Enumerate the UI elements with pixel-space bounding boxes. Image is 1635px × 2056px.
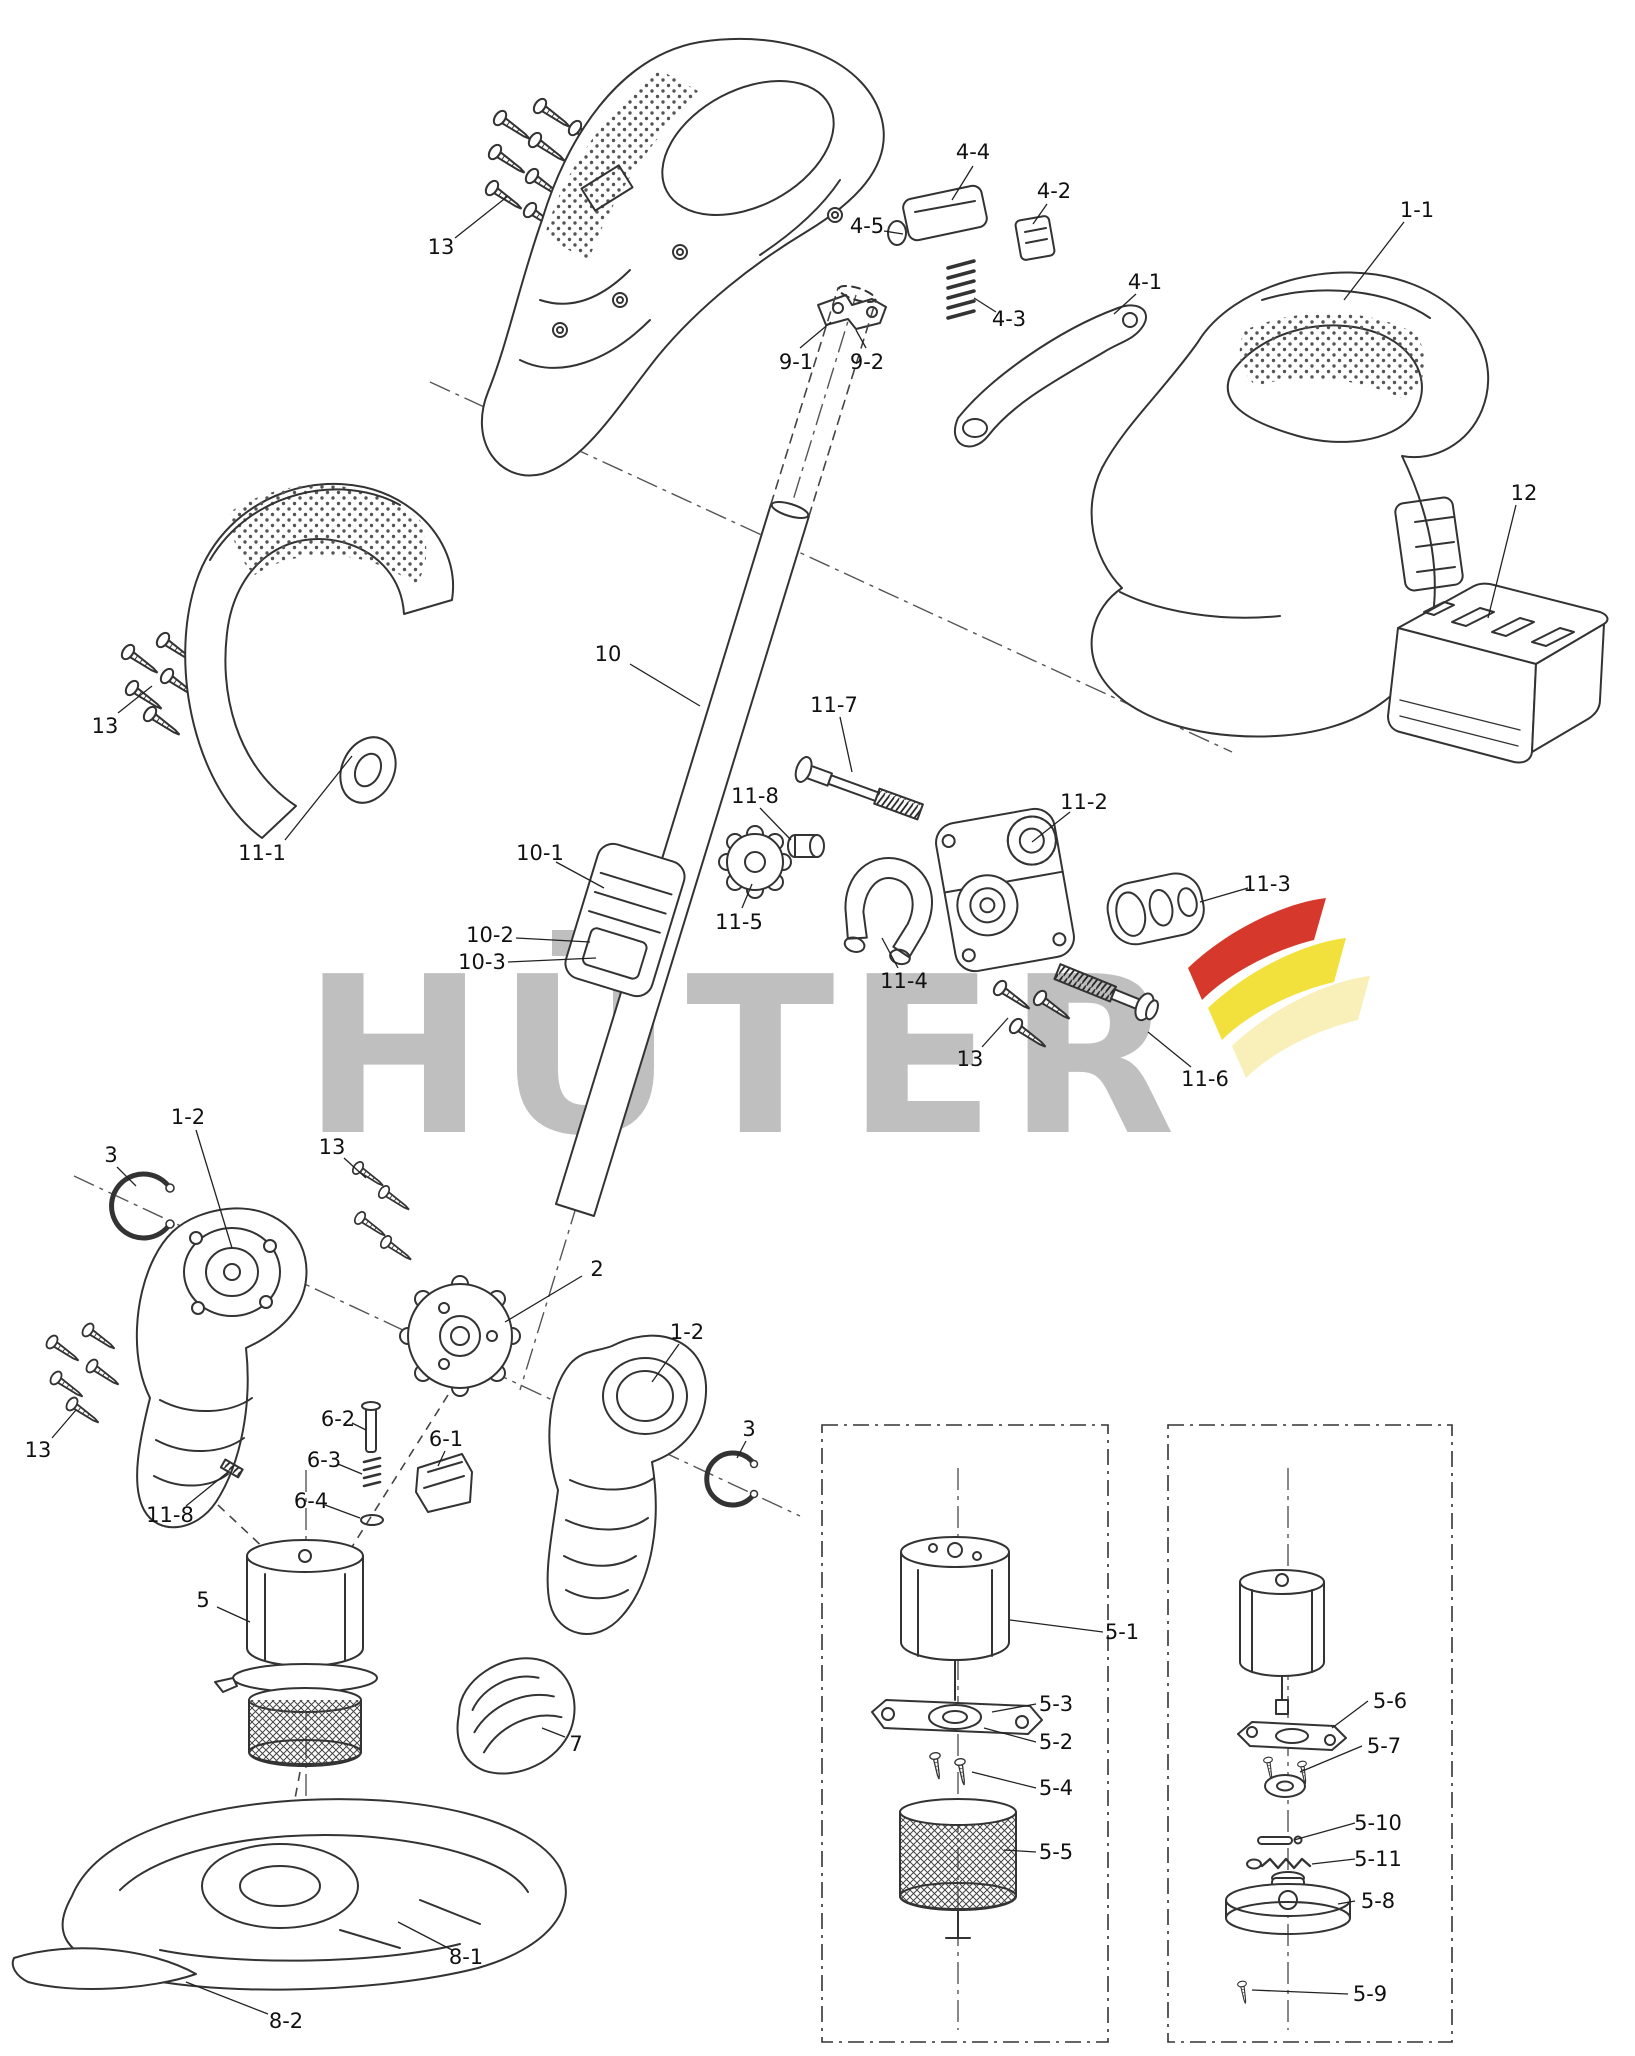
part-label-5-9: 5-9 [1352, 1982, 1388, 2006]
part-label-13-left: 13 [91, 714, 119, 738]
part-label-4-1: 4-1 [1127, 270, 1163, 294]
part-label-12: 12 [1510, 481, 1538, 505]
bolt-11-6 [1053, 963, 1159, 1022]
part-label-4-2: 4-2 [1036, 179, 1072, 203]
part-label-5-11: 5-11 [1354, 1847, 1402, 1871]
motor-assembly [214, 1539, 378, 1767]
head-housing-left [135, 1207, 308, 1529]
snap-ring-right [704, 1450, 759, 1508]
part-label-1-2-left: 1-2 [170, 1105, 206, 1129]
screw-5-9 [1236, 1979, 1251, 2005]
part-label-5-10: 5-10 [1354, 1811, 1402, 1835]
part-label-13-head: 13 [318, 1135, 346, 1159]
spring-5-11 [1246, 1857, 1312, 1870]
part-label-5-5: 5-5 [1038, 1840, 1074, 1864]
part-label-5-1: 5-1 [1104, 1620, 1140, 1644]
part-label-5-6: 5-6 [1372, 1689, 1408, 1713]
coupler-11-3 [1106, 872, 1205, 946]
part-label-6-2: 6-2 [320, 1407, 356, 1431]
part-label-13-top: 13 [427, 235, 455, 259]
part-label-5-8: 5-8 [1360, 1889, 1396, 1913]
trigger-4-1 [953, 304, 1147, 448]
gear-housing [935, 807, 1075, 973]
part-label-1-1: 1-1 [1399, 198, 1435, 222]
part-label-5-4: 5-4 [1038, 1776, 1074, 1800]
shaft-clamp [843, 857, 933, 966]
head-housing-right [546, 1334, 708, 1635]
swoosh-pale-band [1232, 976, 1370, 1078]
part-label-8-1: 8-1 [448, 1945, 484, 1969]
part-label-1-2-right: 1-2 [669, 1320, 705, 1344]
plate-5-6 [1237, 1721, 1347, 1751]
part-label-4-3: 4-3 [991, 307, 1027, 331]
part-label-5-7: 5-7 [1366, 1734, 1402, 1758]
part-label-10-3: 10-3 [458, 950, 506, 974]
part-label-6-1: 6-1 [428, 1427, 464, 1451]
part-label-11-5: 11-5 [715, 910, 763, 934]
leader-lines [51, 165, 1517, 2015]
battery-pack [1387, 582, 1609, 764]
part-label-10: 10 [594, 642, 622, 666]
part-label-11-1: 11-1 [238, 841, 286, 865]
part-label-6-4: 6-4 [293, 1489, 329, 1513]
swoosh-red-band [1188, 898, 1326, 1000]
part-label-11-8-upper: 11-8 [731, 784, 779, 808]
spool-head-5-8 [1225, 1871, 1351, 1935]
part-label-11-7: 11-7 [810, 693, 858, 717]
part-label-6-3: 6-3 [306, 1448, 342, 1472]
part-label-5: 5 [196, 1588, 210, 1612]
part-label-2: 2 [590, 1257, 604, 1281]
housing-top-half [480, 37, 885, 477]
part-label-9-1: 9-1 [778, 350, 814, 374]
part-label-9-2: 9-2 [849, 350, 885, 374]
loop-handle [184, 482, 454, 839]
snap-ring-left [109, 1171, 175, 1241]
mount-plate-5-3 [871, 1699, 1043, 1735]
bump-knob-parts [360, 1401, 473, 1526]
motor-small [1239, 1569, 1325, 1715]
bolt-11-7 [794, 756, 924, 821]
part-label-7: 7 [569, 1732, 583, 1756]
part-label-3-left: 3 [104, 1143, 118, 1167]
screw-cluster-bottom-left [43, 1320, 124, 1430]
part-label-4-4: 4-4 [955, 140, 991, 164]
star-knob-assembly [718, 825, 825, 899]
louvered-cover [456, 1657, 576, 1775]
spring-4-3 [946, 259, 976, 320]
detail-box-a [821, 1424, 1109, 2043]
motor-5-1 [900, 1536, 1010, 1701]
part-label-11-8-lower: 11-8 [146, 1503, 194, 1527]
part-label-4-5: 4-5 [849, 214, 885, 238]
brand-swoosh [1188, 898, 1370, 1078]
screws-5-4 [928, 1751, 970, 1787]
part-label-11-6: 11-6 [1181, 1067, 1229, 1091]
part-label-5-2: 5-2 [1038, 1730, 1074, 1754]
guard [61, 1798, 567, 1991]
part-label-13-bottom: 13 [24, 1438, 52, 1462]
part-label-3-right: 3 [742, 1417, 756, 1441]
part-label-11-4: 11-4 [880, 969, 928, 993]
switch-block-4-4 [902, 184, 988, 242]
housing-right-half [1090, 271, 1490, 738]
part-label-11-3: 11-3 [1243, 872, 1291, 896]
huter-watermark: HÜTER [303, 930, 1188, 1184]
part-label-11-2: 11-2 [1060, 790, 1108, 814]
drive-hub [399, 1275, 521, 1397]
switch-4-2 [1014, 215, 1056, 261]
detail-box-b [1167, 1424, 1453, 2043]
blade [11, 1947, 197, 1990]
part-label-5-3: 5-3 [1038, 1692, 1074, 1716]
bracket-9-1-9-2 [817, 294, 887, 330]
part-label-8-2: 8-2 [268, 2009, 304, 2033]
swoosh-yellow-band [1208, 938, 1346, 1040]
stud-11-8-lower [219, 1458, 244, 1479]
part-label-10-1: 10-1 [516, 841, 564, 865]
part-label-10-2: 10-2 [466, 923, 514, 947]
spool-5-5 [899, 1798, 1017, 1939]
eyelet-5-7 [1262, 1755, 1311, 1798]
part-label-13-mid: 13 [956, 1047, 984, 1071]
